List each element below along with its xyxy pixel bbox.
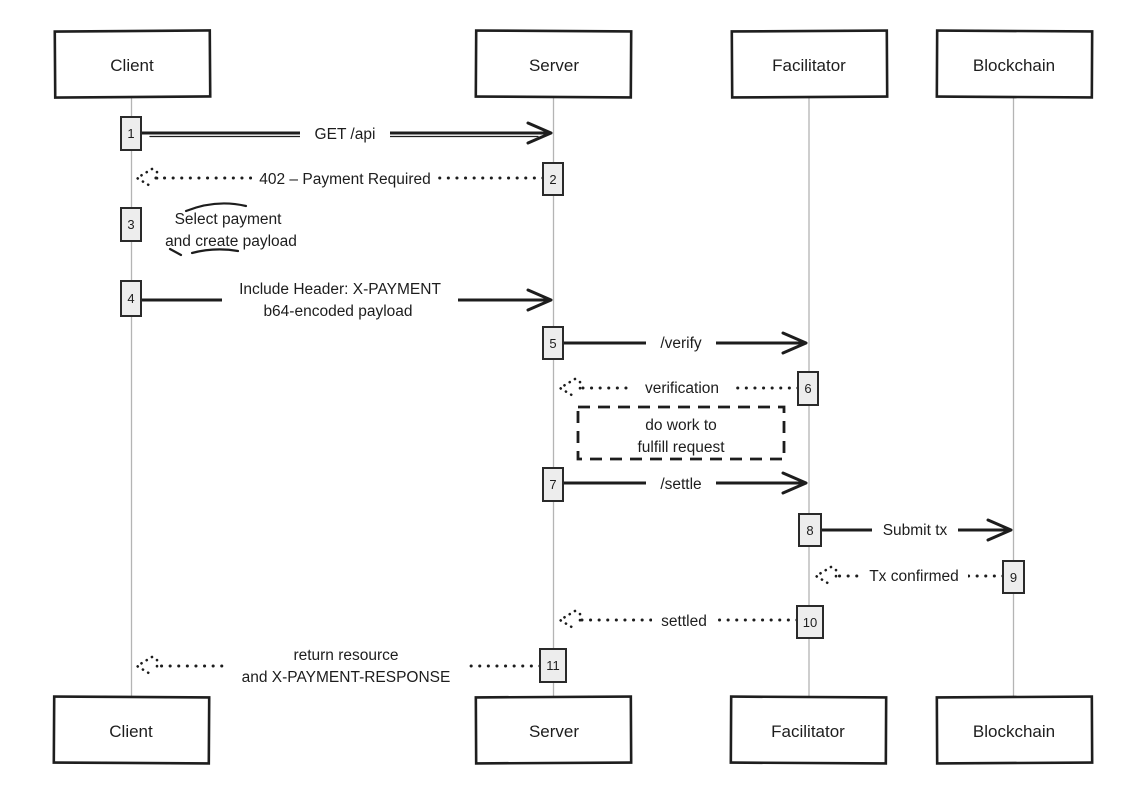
- seq-number: 2: [549, 172, 556, 187]
- activation-box: [120, 207, 142, 242]
- actor-server-top: Server: [474, 29, 633, 99]
- actor-facilitator-bottom: Facilitator: [729, 695, 888, 765]
- seq-number: 10: [803, 615, 817, 630]
- note-line-1: do work to: [645, 417, 717, 434]
- actor-client-top: Client: [53, 29, 212, 99]
- actor-box: [474, 695, 633, 765]
- actor-box: [53, 29, 212, 99]
- message-3-select-payment-note: 3 Select payment and create payload: [120, 202, 297, 257]
- actor-label: Server: [529, 56, 579, 75]
- actor-facilitator-top: Facilitator: [730, 29, 889, 99]
- actor-box: [730, 29, 889, 99]
- message-11-return-resource: return resource and X-PAYMENT-RESPONSE 1…: [134, 644, 567, 686]
- message-label-line-2: b64-encoded payload: [263, 303, 412, 320]
- seq-number: 8: [806, 523, 813, 538]
- activation-box: [120, 116, 142, 151]
- actor-label: Blockchain: [973, 56, 1055, 75]
- label-backdrop: [222, 279, 458, 321]
- actor-box: [52, 695, 211, 765]
- message-label: 402 – Payment Required: [259, 171, 430, 188]
- activation-box: [1002, 560, 1025, 594]
- label-backdrop: [652, 608, 716, 633]
- message-label: verification: [645, 380, 719, 397]
- message-label-line-1: Include Header: X-PAYMENT: [239, 281, 441, 298]
- actor-box: [474, 29, 633, 99]
- activation-box: [796, 605, 824, 639]
- message-label-line-1: return resource: [293, 647, 398, 664]
- message-2-402-payment-required: 402 – Payment Required 2: [134, 162, 564, 196]
- message-5-verify: /verify 5: [542, 326, 808, 360]
- arrowhead-left-dotted-icon: [134, 655, 154, 677]
- actor-label: Server: [529, 722, 579, 741]
- actor-label: Client: [109, 722, 153, 741]
- actor-box: [935, 695, 1094, 765]
- message-1-get-api: GET /api 1: [120, 116, 553, 151]
- message-7-settle: /settle 7: [542, 467, 808, 502]
- seq-number: 9: [1010, 570, 1017, 585]
- self-loop-sketch-bottom: [190, 248, 240, 255]
- message-label: /verify: [660, 335, 702, 352]
- message-4-x-payment-header: Include Header: X-PAYMENT b64-encoded pa…: [120, 279, 553, 321]
- label-backdrop: [646, 331, 716, 356]
- label-backdrop: [860, 564, 968, 589]
- activation-box: [542, 326, 564, 360]
- label-backdrop: [872, 518, 958, 543]
- actor-box: [935, 29, 1094, 99]
- arrowhead-right-icon: [781, 471, 808, 495]
- seq-number: 3: [127, 217, 134, 232]
- arrowhead-right-icon: [526, 288, 553, 312]
- message-label-line-2: and X-PAYMENT-RESPONSE: [242, 669, 451, 686]
- message-label: Tx confirmed: [869, 568, 959, 585]
- arrowhead-right-icon: [781, 331, 808, 355]
- arrowhead-left-dotted-icon: [813, 565, 833, 587]
- note-do-work: do work to fulfill request: [576, 405, 786, 461]
- activation-box: [542, 467, 564, 502]
- message-8-submit-tx: Submit tx 8: [798, 513, 1013, 547]
- arrowhead-left-dotted-icon: [557, 377, 577, 399]
- activation-box: [539, 648, 567, 683]
- seq-number: 1: [127, 126, 134, 141]
- label-backdrop: [252, 166, 438, 191]
- actor-box: [729, 695, 888, 765]
- seq-number: 4: [127, 291, 134, 306]
- actor-server-bottom: Server: [474, 695, 633, 765]
- activation-box: [120, 280, 142, 317]
- arrowhead-right-icon: [526, 121, 553, 145]
- message-label: settled: [661, 613, 707, 630]
- actor-client-bottom: Client: [52, 695, 211, 765]
- message-9-tx-confirmed: Tx confirmed 9: [813, 560, 1025, 594]
- label-backdrop: [630, 376, 734, 401]
- message-6-verification: verification 6: [557, 371, 819, 406]
- note-line-2: and create payload: [165, 233, 297, 250]
- message-label: Submit tx: [883, 522, 948, 539]
- arrowhead-left-dotted-icon: [134, 167, 154, 189]
- self-loop-sketch-tick: [168, 247, 183, 257]
- activation-box: [542, 162, 564, 196]
- actor-blockchain-bottom: Blockchain: [935, 695, 1094, 765]
- actor-label: Client: [110, 56, 154, 75]
- seq-number: 6: [804, 381, 811, 396]
- actor-label: Blockchain: [973, 722, 1055, 741]
- label-backdrop: [646, 471, 716, 496]
- note-dashed-rect: [576, 405, 786, 461]
- activation-box: [798, 513, 822, 547]
- label-backdrop: [226, 644, 466, 686]
- arrowhead-left-dotted-icon: [557, 609, 577, 631]
- seq-number: 7: [549, 477, 556, 492]
- note-line-1: Select payment: [175, 211, 283, 228]
- actor-label: Facilitator: [772, 56, 846, 75]
- message-label: GET /api: [315, 126, 376, 143]
- note-line-2: fulfill request: [637, 439, 725, 456]
- seq-number: 11: [546, 658, 560, 673]
- arrowhead-right-icon: [986, 518, 1013, 542]
- self-loop-sketch-top: [184, 202, 248, 213]
- message-label: /settle: [660, 476, 701, 493]
- activation-box: [797, 371, 819, 406]
- message-10-settled: settled 10: [557, 605, 824, 639]
- actor-blockchain-top: Blockchain: [935, 29, 1094, 99]
- label-backdrop: [300, 121, 390, 146]
- seq-number: 5: [549, 336, 556, 351]
- actor-label: Facilitator: [771, 722, 845, 741]
